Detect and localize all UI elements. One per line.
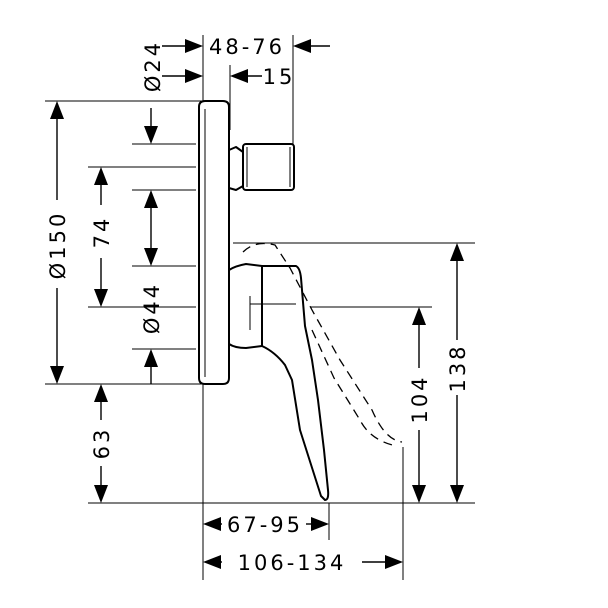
mixer-body bbox=[198, 100, 403, 501]
dim-138: 138 bbox=[446, 343, 470, 392]
dim-63: 63 bbox=[90, 427, 114, 460]
wall-plate bbox=[198, 100, 230, 385]
diverter-grip bbox=[242, 143, 295, 191]
dimension-lines bbox=[50, 39, 464, 569]
lever-handle bbox=[261, 265, 330, 501]
handle-stem bbox=[228, 263, 263, 349]
extension-lines bbox=[45, 35, 475, 580]
dim-diameter-44: Ø44 bbox=[140, 282, 164, 334]
dim-67-95: 67-95 bbox=[227, 513, 303, 537]
dim-106-134: 106-134 bbox=[238, 551, 347, 575]
dim-48-76: 48-76 bbox=[209, 35, 285, 59]
dim-diameter-150: Ø150 bbox=[46, 211, 70, 280]
diverter-knob bbox=[228, 146, 244, 191]
dim-15: 15 bbox=[263, 65, 296, 89]
dim-104: 104 bbox=[408, 374, 432, 423]
handle-alt-position bbox=[242, 242, 403, 443]
dimension-labels: Ø24 48-76 15 Ø150 74 Ø44 63 138 104 67-9… bbox=[46, 35, 470, 575]
dim-74: 74 bbox=[90, 216, 114, 249]
dim-diameter-24: Ø24 bbox=[141, 40, 165, 92]
